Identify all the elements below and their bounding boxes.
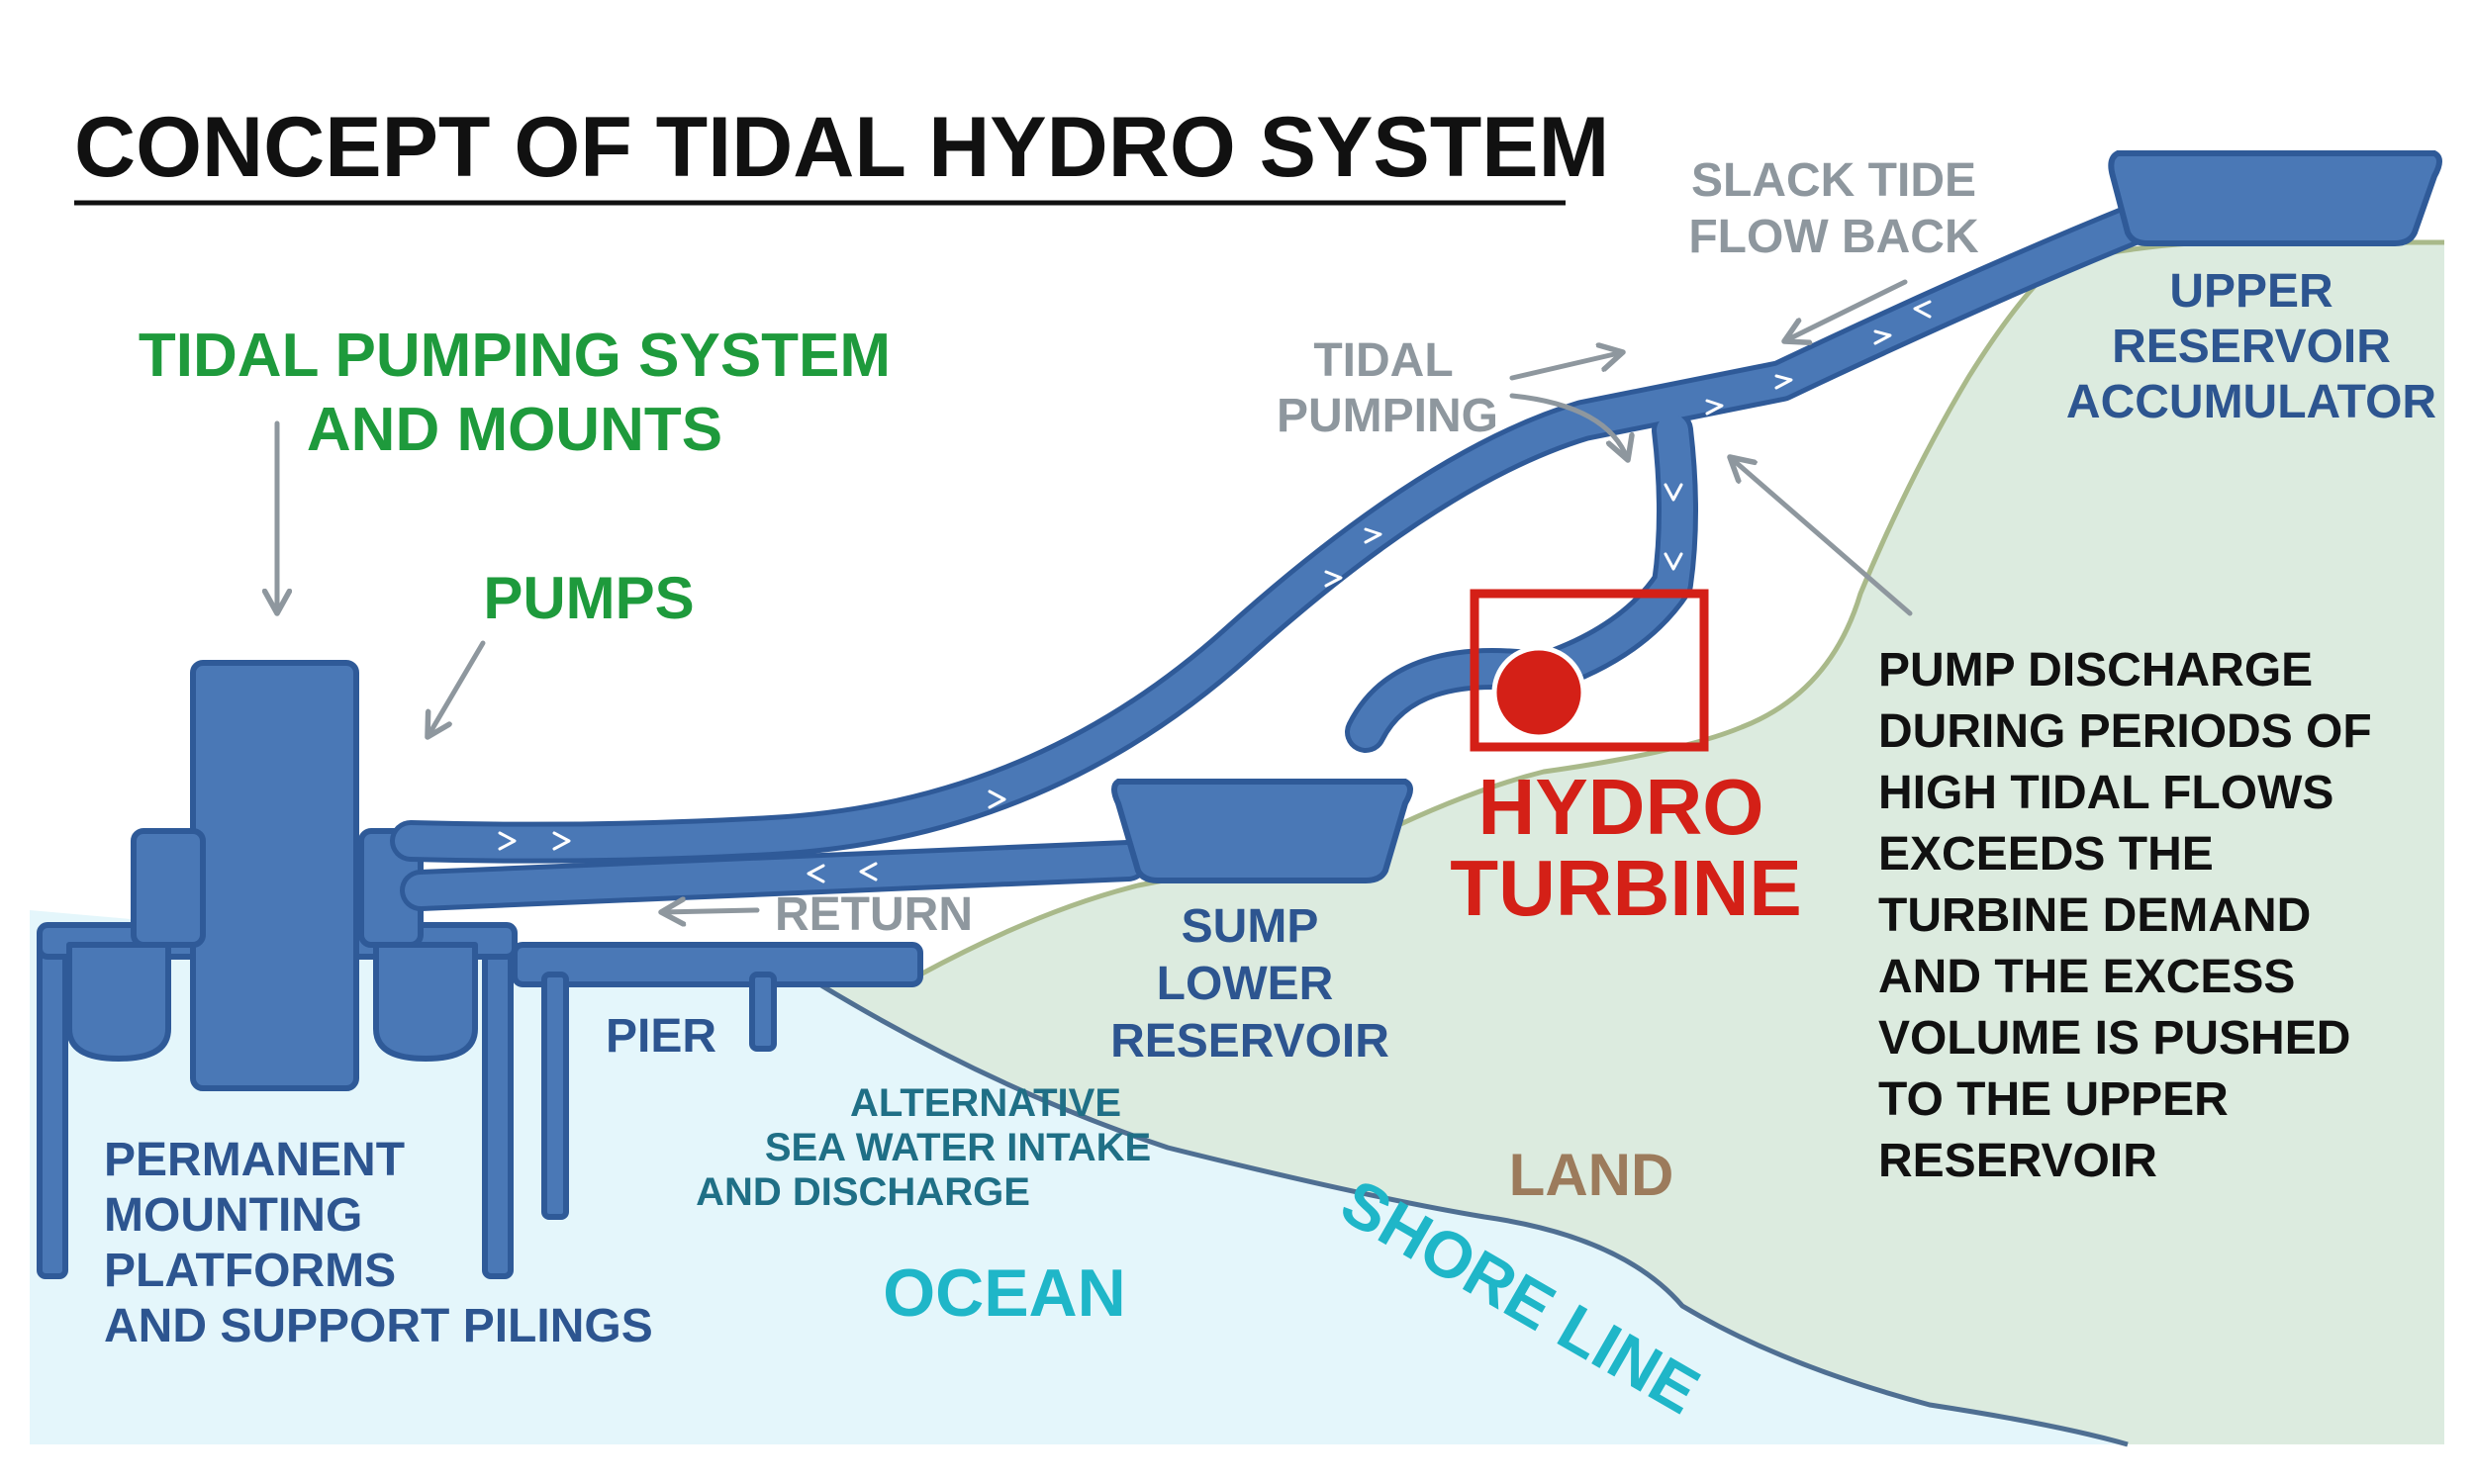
sump-label: SUMP LOWER RESERVOIR (1110, 900, 1389, 1067)
upper-reservoir-label: UPPER RESERVOIR ACCUMULATOR (2066, 265, 2436, 428)
arrow-pumps (428, 640, 486, 737)
flow-direction-marks (498, 300, 1932, 883)
pump-discharge-line-9: RESERVOIR (1878, 1135, 2157, 1187)
pump-discharge-line-1: PUMP DISCHARGE (1878, 644, 2313, 696)
pier-label: PIER (606, 1010, 716, 1063)
arrow-pump-discharge (1730, 457, 1913, 616)
shore-line-edge (809, 976, 2129, 1447)
ocean-label: OCEAN (883, 1255, 1126, 1331)
pier-piling-a (541, 972, 569, 1220)
piling-left (37, 932, 68, 1279)
hydro-turbine-line-1: HYDRO (1478, 763, 1764, 851)
tidal-pumping-label: TIDAL PUMPING (1277, 334, 1498, 442)
hydro-turbine-line-2: TURBINE (1450, 844, 1802, 932)
pump-to-upper-pipe (395, 207, 2153, 859)
tidal-system-line-2: AND MOUNTS (307, 396, 722, 464)
alt-intake-line-1: ALTERNATIVE (850, 1081, 1121, 1125)
pump-discharge-note: PUMP DISCHARGE DURING PERIODS OF HIGH TI… (1878, 644, 2372, 1187)
pump-tower (190, 660, 359, 1091)
pump-discharge-line-6: AND THE EXCESS (1878, 951, 2295, 1003)
slack-tide-line-2: FLOW BACK (1688, 211, 1979, 263)
pump-discharge-line-7: VOLUME IS PUSHED (1878, 1012, 2350, 1065)
upper-reservoir-line-3: ACCUMULATOR (2066, 376, 2436, 428)
arrow-tidal-pumping-down (1509, 393, 1628, 460)
permanent-line-3: PLATFORMS (104, 1245, 396, 1297)
pumps-label: PUMPS (483, 565, 694, 631)
sump-lower-reservoir-basin (1111, 779, 1413, 883)
pump-housing-left (66, 942, 171, 1062)
upper-reservoir-line-1: UPPER (2169, 265, 2332, 318)
pump-discharge-line-3: HIGH TIDAL FLOWS (1878, 767, 2333, 819)
arrow-tidal-pumping-up (1509, 352, 1623, 381)
pump-discharge-line-8: TO THE UPPER (1878, 1073, 2229, 1126)
slack-tide-label: SLACK TIDE FLOW BACK (1688, 154, 1979, 263)
hydro-turbine-rotor (1491, 645, 1586, 740)
slack-tide-line-1: SLACK TIDE (1691, 154, 1976, 207)
pipe-network (390, 202, 2158, 911)
sump-line-3: RESERVOIR (1110, 1015, 1389, 1067)
tidal-system-line-1: TIDAL PUMPING SYSTEM (139, 322, 891, 390)
arrow-slack-tide (1784, 279, 1908, 341)
pump-discharge-line-4: EXCEEDS THE (1878, 828, 2214, 881)
permanent-line-1: PERMANENT (104, 1134, 405, 1186)
tidal-pumping-system-label: TIDAL PUMPING SYSTEM AND MOUNTS (139, 322, 891, 464)
sump-line-1: SUMP (1182, 900, 1319, 953)
alt-intake-line-3: AND DISCHARGE (696, 1170, 1030, 1214)
pump-block-left (131, 828, 206, 948)
page-title: CONCEPT OF TIDAL HYDRO SYSTEM (74, 100, 1609, 195)
permanent-mounting-label: PERMANENT MOUNTING PLATFORMS AND SUPPORT… (104, 1134, 653, 1352)
land-area (811, 241, 2444, 1445)
pier-deck (512, 942, 923, 987)
tidal-pumping-line-2: PUMPING (1277, 390, 1498, 442)
permanent-line-4: AND SUPPORT PILINGS (104, 1300, 653, 1352)
return-pipe (405, 845, 1144, 906)
pump-discharge-line-2: DURING PERIODS OF (1878, 705, 2372, 758)
pump-housing-right (373, 942, 478, 1062)
pier-piling-b (749, 972, 777, 1052)
permanent-line-2: MOUNTING (104, 1189, 362, 1242)
tidal-pumping-line-1: TIDAL (1313, 334, 1453, 387)
alt-intake-line-2: SEA WATER INTAKE (765, 1126, 1151, 1169)
mounting-platforms (37, 660, 923, 1279)
upper-reservoir-line-2: RESERVOIR (2112, 321, 2391, 373)
land-label: LAND (1509, 1142, 1674, 1208)
sump-line-2: LOWER (1157, 958, 1334, 1010)
pump-discharge-line-5: TURBINE DEMAND (1878, 889, 2311, 942)
arrow-return (661, 910, 760, 912)
piling-right (482, 932, 514, 1279)
turbine-feed-pipe (1350, 415, 1693, 748)
return-label: RETURN (775, 888, 973, 941)
hydro-turbine-highlight (1470, 589, 1709, 752)
alternative-intake-label: ALTERNATIVE SEA WATER INTAKE AND DISCHAR… (696, 1081, 1151, 1214)
hydro-turbine-label: HYDRO TURBINE (1450, 763, 1802, 932)
upper-reservoir-basin (2108, 150, 2442, 246)
pointer-arrows (277, 279, 1913, 912)
